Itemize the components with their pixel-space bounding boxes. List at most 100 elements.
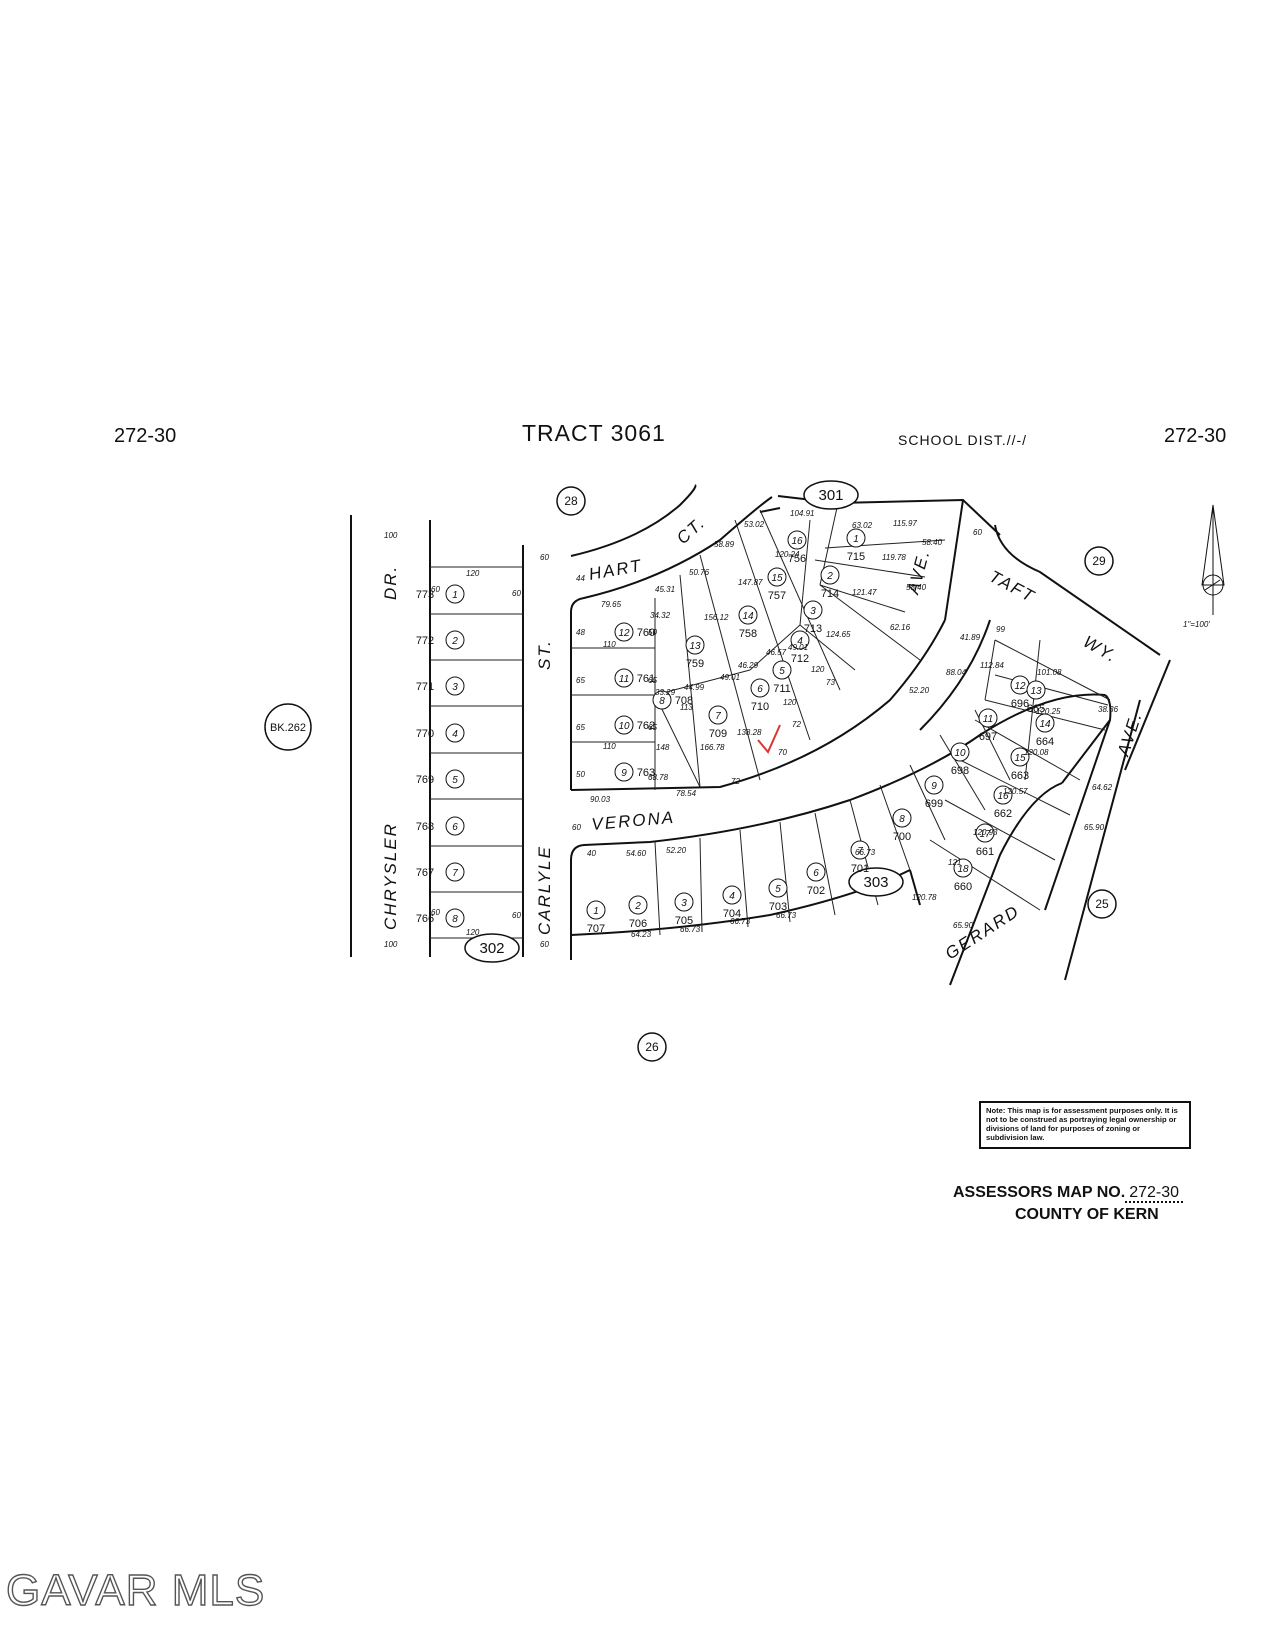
lot-circle [1035,713,1055,733]
parcel-number: 773 [416,589,434,601]
parcel-number: 709 [709,728,727,740]
lot-number: 13 [689,641,701,652]
street-hart-ct: CT. [673,513,709,548]
dim: 72 [792,720,801,729]
dim: 50.76 [689,568,710,577]
lot-circle [850,840,870,860]
lot-number: 1 [593,906,599,917]
lot-number: 10 [618,721,630,732]
dim: 44.99 [684,683,705,692]
lot-circle [614,668,634,688]
street-carlyle-st: ST. [535,639,554,670]
parcel-number: 706 [629,918,647,930]
parcel-number: 768 [416,821,434,833]
lot-circle [614,715,634,735]
dim: 49.01 [788,643,808,652]
lot-circle [1026,680,1046,700]
lot-number: 10 [954,748,966,759]
lot-circle [768,878,788,898]
lot-circle [738,605,758,625]
parcel-number: 696 [1011,698,1029,710]
lot-number: 11 [619,674,629,685]
dim: 72 [731,777,740,786]
parcel-number: 767 [416,867,434,879]
lot-circle [445,908,465,928]
lot-number: 17 [979,829,991,840]
lot-circle [628,895,648,915]
parcel-number: 760 [637,627,655,639]
dim: 65 [648,723,657,732]
dim: 52.20 [666,846,687,855]
dim: 49.01 [720,673,740,682]
dim: 70 [778,748,787,757]
dim: 119.78 [882,553,906,562]
dim: 40 [587,849,596,858]
parcel-number: 772 [416,635,434,647]
street-chrysler: CHRYSLER [381,822,400,930]
lot-number: 5 [779,666,785,677]
lot-circle [924,775,944,795]
street-hart: HART [587,556,643,584]
dim: 60 [540,940,549,949]
dim: 65 [576,723,585,732]
street-taft: TAFT [986,567,1038,607]
dim: 115.97 [893,519,917,528]
lot-number: 4 [729,891,735,902]
lot-circle [445,676,465,696]
parcel-number: 715 [847,551,865,563]
parcel-number: 661 [976,846,994,858]
lot-circle [892,808,912,828]
lot-number: 6 [757,684,763,695]
lot-number: 3 [452,682,458,693]
parcel-number: 761 [637,673,655,685]
parcel-number: 769 [416,774,434,786]
lot-number: 8 [452,914,458,925]
lot-number: 7 [715,711,721,722]
lot-circle [614,762,634,782]
parcel-number: 664 [1036,736,1054,748]
dim: 104.91 [790,509,814,518]
street-verona: VERONA [591,808,676,834]
dim: 110 [603,640,616,649]
lot-number: 1 [853,534,859,545]
lot-number: 15 [771,573,783,584]
tract-title: TRACT 3061 [522,420,666,446]
lot-circle [790,630,810,650]
lot-number: 7 [857,846,863,857]
dim: 124.65 [826,630,851,639]
lot-circle [708,705,728,725]
dim: 65 [576,676,585,685]
lot-number: 6 [452,822,458,833]
assessor-map-text: ASSESSORS MAP NO. [953,1184,1126,1201]
assessor-map-label: ASSESSORS MAP NO.272-30 [953,1184,1184,1203]
lot-circle [787,530,807,550]
dim: 138.28 [737,728,762,737]
lot-circle [445,584,465,604]
dim: 45.31 [655,585,675,594]
assessment-note: Note: This map is for assessment purpose… [979,1101,1191,1149]
scale-label: 1"=100' [1183,620,1210,629]
lot-circle [820,565,840,585]
dim: 120 [783,698,797,707]
lot-number: 9 [931,781,937,792]
dim: 60 [431,585,440,594]
street-gerard: GERARD [942,901,1023,963]
lot-number: 11 [983,714,993,725]
dim: 34.32 [650,611,671,620]
school-district: SCHOOL DIST.//-/ [898,432,1028,448]
dim: 44 [576,574,585,583]
dim: 147.87 [738,578,763,587]
parcel-number: 702 [807,885,825,897]
dim: 110 [603,742,616,751]
parcel-number: 711 [773,683,791,695]
lot-circle [586,900,606,920]
lot-number: 1 [452,590,458,601]
lot-circle [614,622,634,642]
lot-number: 9 [621,768,627,779]
dim: 46.29 [738,661,759,670]
lot-circle [950,742,970,762]
dim: 54.60 [626,849,647,858]
lot-number: 2 [634,901,641,912]
dim: 60 [512,589,521,598]
lot-number: 4 [452,729,458,740]
